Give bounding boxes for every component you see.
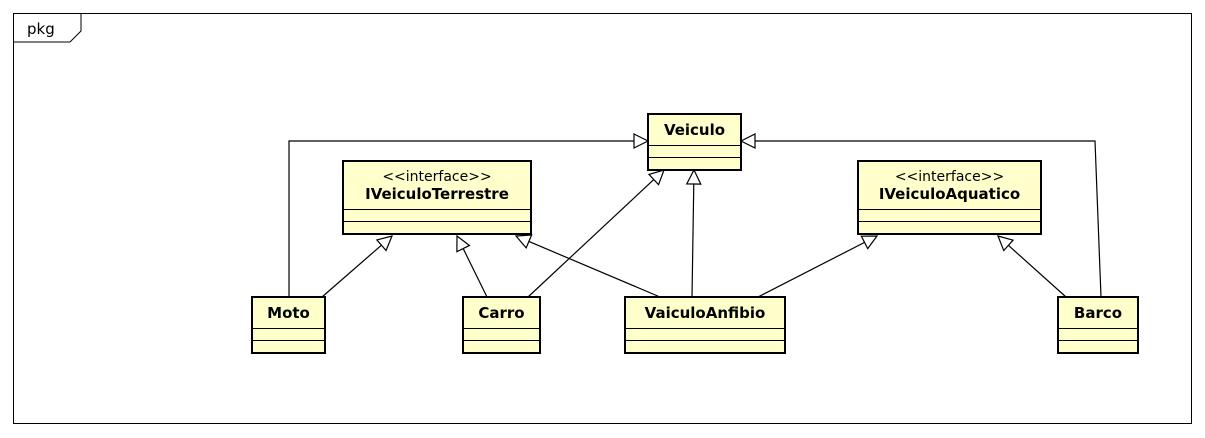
attributes-compartment	[626, 328, 784, 340]
attributes-compartment	[464, 328, 539, 340]
attributes-compartment	[859, 209, 1040, 221]
interface-iveiculoterrestre[interactable]: <<interface>> IVeiculoTerrestre	[342, 160, 532, 235]
class-name: IVeiculoTerrestre	[365, 184, 509, 203]
stereotype-label: <<interface>>	[382, 168, 492, 185]
edge-line	[321, 244, 382, 298]
class-name: Veiculo	[663, 121, 726, 139]
edge-moto-veiculo	[288, 133, 650, 297]
class-moto[interactable]: Moto	[251, 296, 326, 354]
operations-compartment	[464, 340, 539, 352]
edge-barco-veiculo	[739, 133, 1102, 298]
class-name: IVeiculoAquatico	[878, 184, 1021, 203]
class-name: Barco	[1073, 304, 1123, 322]
class-name: Moto	[267, 304, 310, 322]
operations-compartment	[1059, 340, 1137, 352]
hollow-arrowhead	[514, 234, 533, 250]
class-barco[interactable]: Barco	[1057, 296, 1139, 354]
stereotype-label: <<interface>>	[894, 168, 1005, 185]
operations-compartment	[649, 157, 740, 169]
interface-iveiculoaquatico[interactable]: <<interface>> IVeiculoAquatico	[857, 160, 1042, 235]
operations-compartment	[626, 340, 784, 352]
edge-line	[755, 140, 1102, 298]
attributes-compartment	[649, 145, 740, 157]
edge-carro-veiculo	[527, 169, 665, 298]
class-vaiculoanfibio[interactable]: VaiculoAnfibio	[624, 296, 786, 354]
operations-compartment	[253, 340, 324, 352]
operations-compartment	[859, 221, 1040, 233]
hollow-arrowhead	[860, 235, 879, 250]
class-veiculo[interactable]: Veiculo	[647, 113, 742, 171]
hollow-arrowhead	[739, 133, 756, 149]
edge-anfibio-iveiculoaquatico	[757, 235, 879, 298]
edge-line	[528, 240, 661, 298]
attributes-compartment	[1059, 328, 1137, 340]
edge-anfibio-iveiculoterrestre	[514, 234, 661, 298]
edge-line	[757, 241, 865, 298]
operations-compartment	[344, 221, 530, 233]
package-tab	[13, 13, 82, 43]
edge-carro-iveiculoterrestre	[456, 234, 488, 298]
hollow-arrowhead	[997, 235, 1015, 252]
hollow-arrowhead	[685, 168, 702, 185]
edge-line	[288, 140, 634, 297]
hollow-arrowhead	[633, 133, 650, 149]
package-label: pkg	[27, 20, 55, 38]
class-name: VaiculoAnfibio	[644, 304, 766, 322]
attributes-compartment	[253, 328, 324, 340]
edge-line	[691, 183, 695, 298]
package-frame	[13, 13, 1192, 424]
edge-line	[462, 248, 488, 298]
hollow-arrowhead	[647, 169, 665, 186]
edge-moto-iveiculoterrestre	[321, 235, 394, 298]
edge-barco-iveiculoaquatico	[997, 235, 1067, 298]
class-name: Carro	[478, 304, 525, 322]
hollow-arrowhead	[456, 234, 471, 253]
hollow-arrowhead	[375, 235, 394, 252]
edge-line	[1008, 244, 1067, 298]
attributes-compartment	[344, 209, 530, 221]
edge-anfibio-veiculo	[685, 168, 702, 298]
edge-line	[527, 179, 655, 298]
class-carro[interactable]: Carro	[462, 296, 541, 354]
